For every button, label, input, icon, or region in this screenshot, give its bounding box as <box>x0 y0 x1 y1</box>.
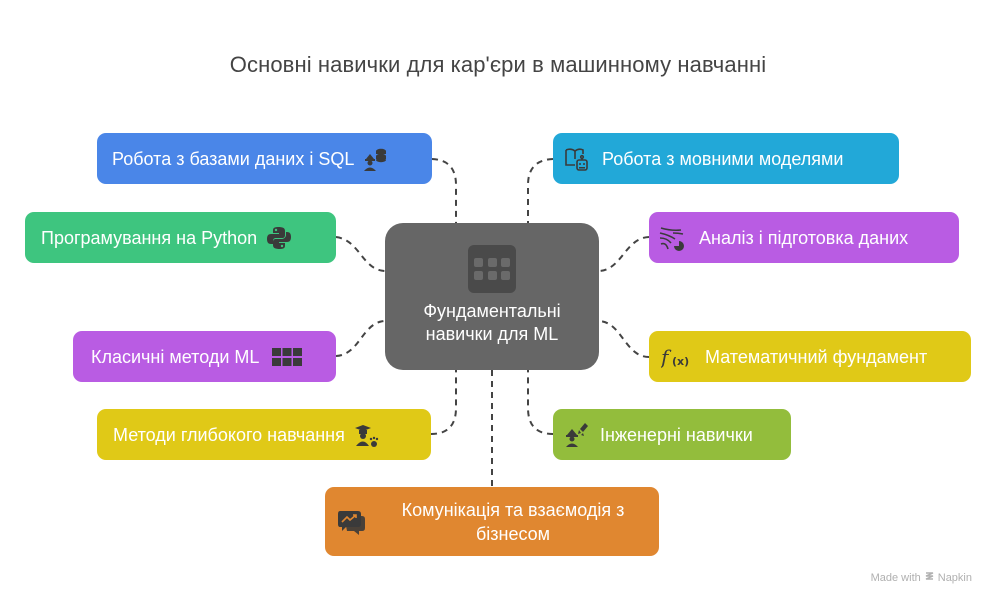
connector-sql <box>431 158 457 223</box>
node-python[interactable]: Програмування на Python <box>25 212 336 263</box>
graduate-paw-icon <box>353 422 379 448</box>
node-data-analysis[interactable]: Аналіз і підготовка даних <box>649 212 959 263</box>
connector-classic-ml <box>335 320 386 357</box>
svg-text:(x): (x) <box>672 355 689 368</box>
made-with-text: Made with <box>870 572 921 584</box>
svg-text:f: f <box>661 345 672 369</box>
node-engineering[interactable]: Інженерні навички <box>553 409 791 460</box>
node-math[interactable]: f (x) Математичний фундамент <box>649 331 971 382</box>
node-classic-ml[interactable]: Класичні методи ML <box>73 331 336 382</box>
grid-icon <box>271 344 303 370</box>
napkin-watermark: Made with Napkin <box>871 571 972 585</box>
grid-icon <box>468 245 516 293</box>
node-communication-label-line2: бізнесом <box>475 523 551 544</box>
node-sql-label: Робота з базами даних і SQL <box>112 148 355 169</box>
node-classic-ml-label: Класичні методи ML <box>91 346 260 367</box>
napkin-logo-icon <box>924 571 935 585</box>
node-communication[interactable]: Комунікація та взаємодія з бізнесом <box>325 487 659 556</box>
connector-deep-learning <box>430 370 457 435</box>
napkin-brand-text: Napkin <box>937 572 972 584</box>
connector-data-analysis <box>598 236 650 272</box>
connector-engineering <box>527 370 554 435</box>
node-deep-learning[interactable]: Методи глибокого навчання <box>97 409 431 460</box>
node-sql[interactable]: Робота з базами даних і SQL <box>97 133 432 184</box>
data-flow-chart-icon <box>659 225 685 251</box>
node-llm[interactable]: Робота з мовними моделями <box>553 133 899 184</box>
node-communication-label-line1: Комунікація та взаємодія з <box>401 499 625 520</box>
node-deep-learning-label: Методи глибокого навчання <box>113 424 345 445</box>
central-node[interactable]: Фундаментальні навички для ML <box>385 223 599 370</box>
node-communication-label: Комунікація та взаємодія з бізнесом <box>367 498 659 546</box>
central-node-label-line1: Фундаментальні <box>423 301 561 321</box>
connector-python <box>335 236 386 272</box>
central-node-label-line2: навички для ML <box>425 324 559 344</box>
central-node-label: Фундаментальні навички для ML <box>385 300 599 346</box>
node-engineering-label: Інженерні навички <box>600 424 753 445</box>
connector-math <box>598 320 650 358</box>
node-llm-label: Робота з мовними моделями <box>602 148 844 169</box>
node-math-label: Математичний фундамент <box>705 346 928 367</box>
book-robot-icon <box>564 146 590 172</box>
worker-database-icon <box>362 146 388 172</box>
python-icon <box>266 225 292 251</box>
diagram-title: Основні навички для кар'єри в машинному … <box>229 52 767 77</box>
connector-llm <box>527 158 554 223</box>
node-data-analysis-label: Аналіз і підготовка даних <box>699 227 909 248</box>
function-icon: f (x) <box>661 344 691 370</box>
worker-rocket-icon <box>564 422 590 448</box>
chat-trend-icon <box>337 507 367 537</box>
node-python-label: Програмування на Python <box>41 227 258 248</box>
